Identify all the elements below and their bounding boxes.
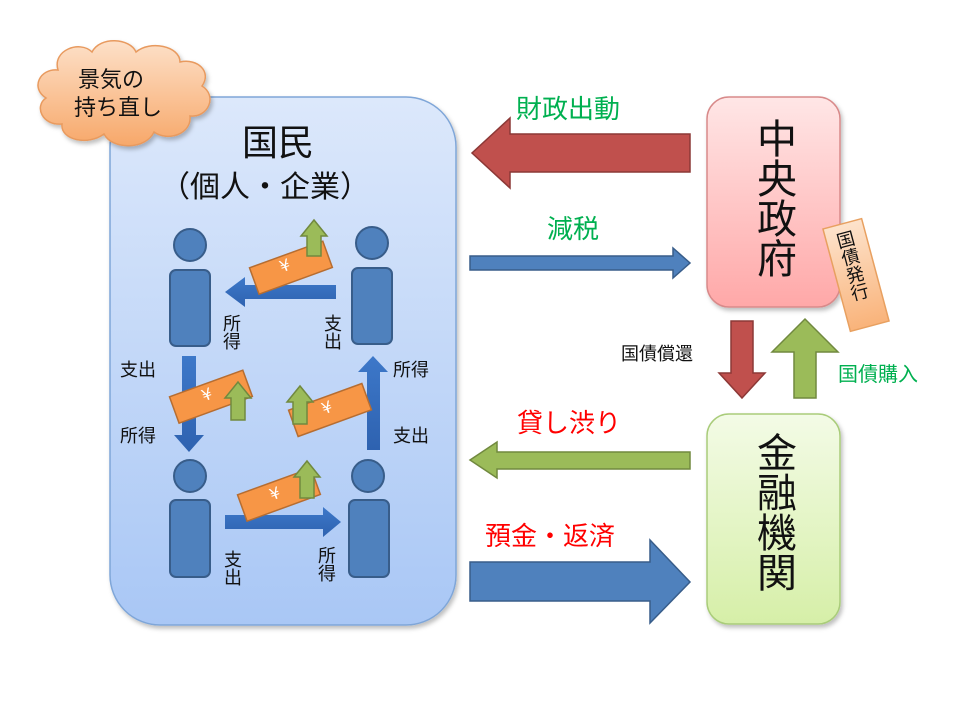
label-credit-crunch: 貸し渋り <box>517 409 622 439</box>
government-box <box>706 96 841 308</box>
label-bond-purchase: 国債購入 <box>838 362 918 386</box>
label-bottom-right-income: 所得 <box>315 546 336 582</box>
credit-crunch-arrow <box>468 440 691 480</box>
bank-title: 金融機関 <box>750 432 796 592</box>
tax-cut-arrow <box>469 246 692 280</box>
bond-redemption-arrow <box>717 320 767 400</box>
yen-bill-middle <box>285 382 373 438</box>
label-right-spend: 支出 <box>393 426 429 447</box>
government-title: 中央政府 <box>750 118 796 278</box>
label-left-income: 所得 <box>120 426 156 447</box>
label-deposit-repayment: 預金・返済 <box>485 522 616 552</box>
people-title: 国民 <box>242 123 315 164</box>
yen-bill-left <box>168 369 254 425</box>
yen-bill-bottom <box>236 459 322 523</box>
cloud-text-line1: 景気の <box>78 68 145 93</box>
label-bond-redemption: 国債償還 <box>621 344 693 365</box>
label-fiscal-stimulus: 財政出動 <box>516 95 621 125</box>
bond-issue-tag <box>822 217 890 333</box>
bank-box <box>706 413 841 625</box>
person-top-right <box>351 226 393 345</box>
yen-bill-top <box>248 218 334 296</box>
label-tax-cut: 減税 <box>547 215 600 245</box>
flow-arrow-top <box>225 277 336 307</box>
label-left-spend: 支出 <box>120 360 156 381</box>
person-bottom-right <box>348 459 390 578</box>
cloud-shape <box>37 40 211 147</box>
label-top-right-spend: 支出 <box>321 314 342 350</box>
cloud-text-line2: 持ち直し <box>74 96 163 121</box>
deposit-repayment-arrow <box>469 538 692 625</box>
bond-purchase-arrow <box>770 317 840 399</box>
person-top-left <box>169 228 211 347</box>
label-top-left-income: 所得 <box>220 314 241 350</box>
flow-arrow-right <box>358 356 388 450</box>
flow-arrow-bottom <box>225 507 341 537</box>
label-bottom-left-spend: 支出 <box>221 550 242 586</box>
label-right-income: 所得 <box>393 360 429 381</box>
person-bottom-left <box>169 459 211 578</box>
fiscal-stimulus-arrow <box>470 116 691 190</box>
people-subtitle: （個人・企業） <box>160 170 370 205</box>
